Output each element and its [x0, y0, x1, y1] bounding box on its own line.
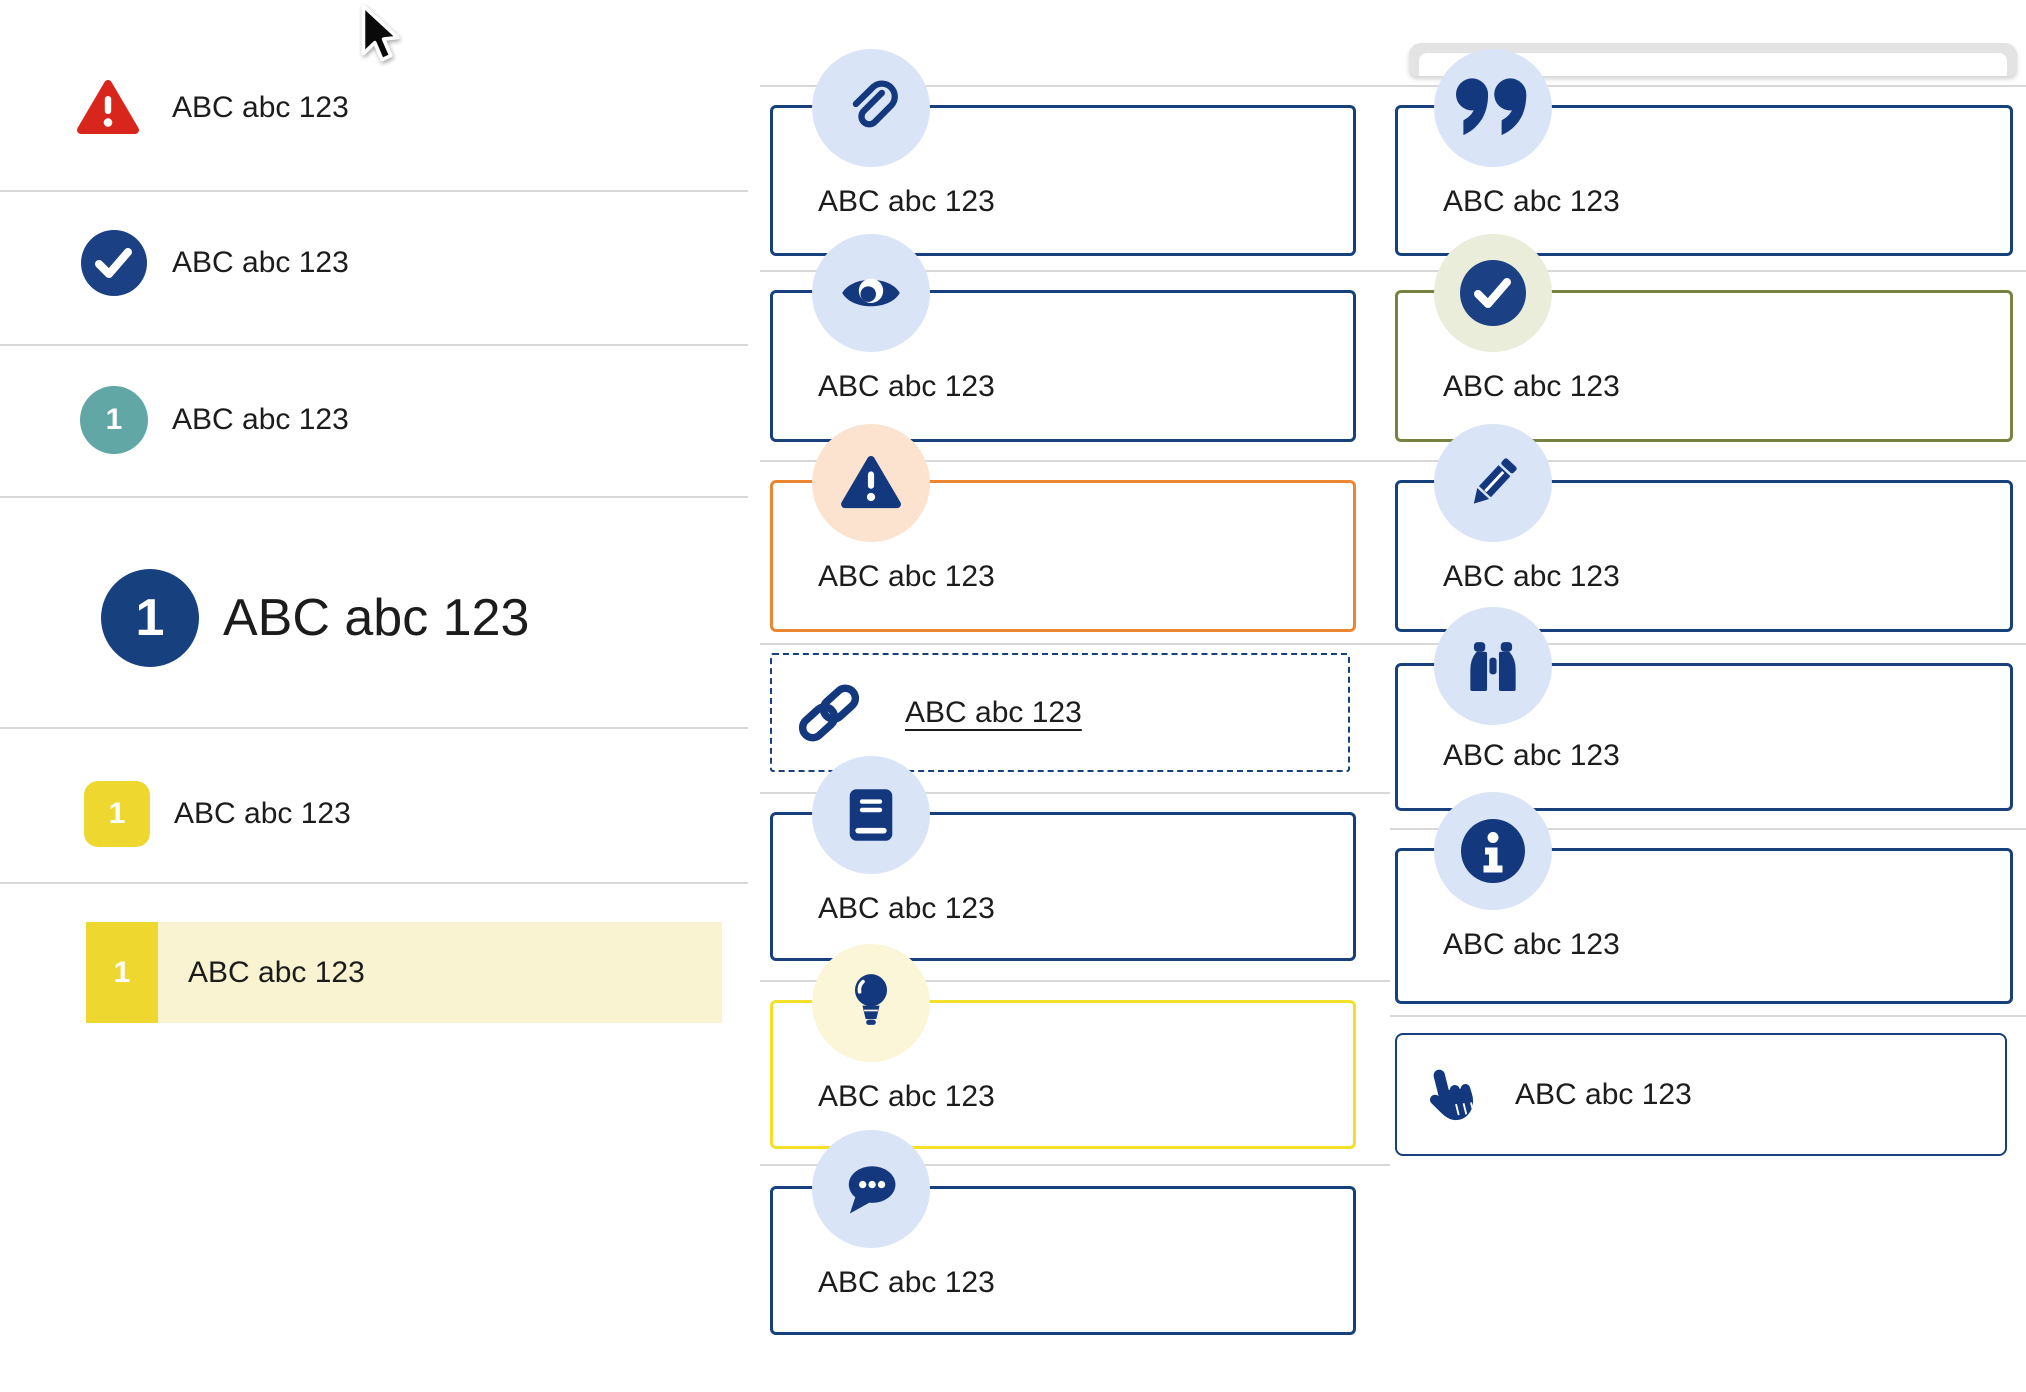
quote-icon [1434, 49, 1552, 167]
info-icon [1434, 792, 1552, 910]
callout-search: ABC abc 123 [1395, 607, 2013, 811]
list-item-label: ABC abc 123 [172, 91, 349, 124]
list-item-label: ABC abc 123 [174, 797, 351, 830]
collapsed-panel-inner [1419, 53, 2007, 76]
book-icon [812, 756, 930, 874]
callout-discussion: ABC abc 123 [770, 1130, 1356, 1335]
pointing-hand-icon [1419, 1062, 1481, 1128]
divider [0, 496, 748, 498]
list-item-step-yellow: 1 ABC abc 123 [0, 766, 351, 862]
callout-label: ABC abc 123 [818, 1266, 995, 1299]
divider [0, 190, 748, 192]
callout-label: ABC abc 123 [1443, 185, 1620, 218]
divider [760, 1164, 1390, 1166]
check-circle-icon [81, 230, 147, 296]
callout-label: ABC abc 123 [818, 370, 995, 403]
callout-label: ABC abc 123 [1443, 928, 1620, 961]
divider [760, 270, 2026, 272]
check-circle-icon [1434, 234, 1552, 352]
eye-icon [812, 234, 930, 352]
callout-edit: ABC abc 123 [1395, 424, 2013, 632]
paperclip-icon [812, 49, 930, 167]
highlight-background: ABC abc 123 [158, 922, 722, 1023]
callout-warning: ABC abc 123 [770, 424, 1356, 632]
lightbulb-icon [812, 944, 930, 1062]
alert-triangle-icon [76, 79, 140, 137]
list-item-step-teal: 1 ABC abc 123 [0, 372, 349, 468]
divider [0, 727, 748, 729]
callout-label: ABC abc 123 [818, 1080, 995, 1113]
list-item-step-highlighted: 1 ABC abc 123 [0, 922, 748, 1023]
divider [760, 460, 2026, 462]
number-badge: 1 [101, 569, 199, 667]
alert-triangle-icon [812, 424, 930, 542]
link-icon [797, 681, 861, 745]
callout-label: ABC abc 123 [818, 892, 995, 925]
list-item-step-large: 1 ABC abc 123 [0, 560, 529, 676]
number-badge: 1 [86, 922, 158, 1023]
callout-quote: ABC abc 123 [1395, 49, 2013, 256]
callout-info: ABC abc 123 [1395, 792, 2013, 1004]
divider [760, 643, 2026, 645]
callout-reference: ABC abc 123 [770, 756, 1356, 961]
callout-link-text[interactable]: ABC abc 123 [905, 695, 1082, 729]
binoculars-icon [1434, 607, 1552, 725]
callout-success: ABC abc 123 [1395, 234, 2013, 442]
divider [1390, 828, 2026, 830]
list-item-label: ABC abc 123 [172, 403, 349, 436]
callout-label: ABC abc 123 [1515, 1077, 1692, 1111]
divider [760, 85, 2026, 87]
callout-link: ABC abc 123 [770, 653, 1350, 772]
divider [760, 980, 1390, 982]
divider [1390, 1015, 2026, 1017]
divider [0, 344, 748, 346]
number-badge: 1 [80, 386, 148, 454]
callout-preview: ABC abc 123 [770, 234, 1356, 442]
divider [0, 882, 748, 884]
callout-action: ABC abc 123 [1395, 1033, 2007, 1156]
callout-label: ABC abc 123 [1443, 370, 1620, 403]
callout-label: ABC abc 123 [1443, 560, 1620, 593]
chat-icon [812, 1130, 930, 1248]
list-item-label: ABC abc 123 [223, 589, 530, 647]
pencil-icon [1434, 424, 1552, 542]
callout-label: ABC abc 123 [1443, 739, 1620, 772]
list-item-error: ABC abc 123 [0, 60, 349, 156]
callout-label: ABC abc 123 [818, 560, 995, 593]
divider [760, 792, 1390, 794]
callout-label: ABC abc 123 [818, 185, 995, 218]
list-item-label: ABC abc 123 [172, 246, 349, 279]
list-item-success: ABC abc 123 [0, 215, 349, 311]
callout-idea: ABC abc 123 [770, 944, 1356, 1149]
callout-attachment: ABC abc 123 [770, 49, 1356, 256]
list-item-label: ABC abc 123 [188, 955, 365, 989]
number-badge: 1 [84, 781, 150, 847]
arrow-cursor-icon [360, 4, 402, 68]
